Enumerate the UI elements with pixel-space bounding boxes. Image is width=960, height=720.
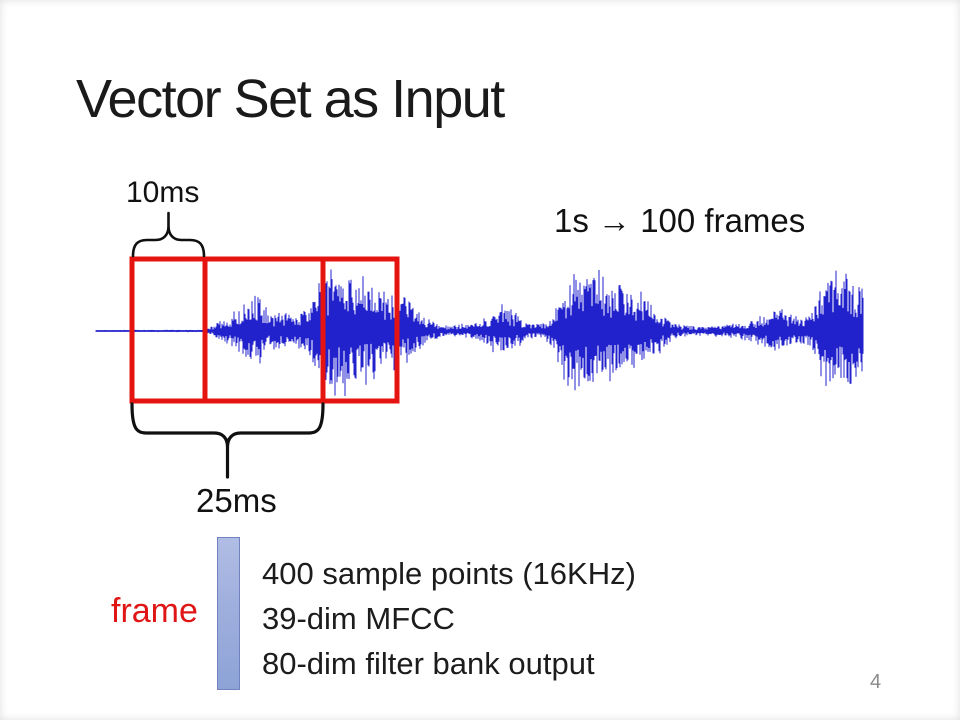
brace-10ms-shift <box>131 211 206 258</box>
frame-window-box-2 <box>202 256 400 404</box>
audio-waveform <box>95 269 864 396</box>
frame-info-list: 400 sample points (16KHz) 39-dim MFCC 80… <box>262 551 636 686</box>
frame-info-line-samples: 400 sample points (16KHz) <box>262 556 636 591</box>
label-25ms-window: 25ms <box>196 482 277 519</box>
frame-info-line-mfcc: 39-dim MFCC <box>262 601 455 636</box>
label-10ms-shift: 10ms <box>126 176 200 209</box>
frame-vector-bar <box>217 537 240 690</box>
frame-label: frame <box>111 592 198 630</box>
frame-info-line-filterbank: 80-dim filter bank output <box>262 646 595 681</box>
brace-25ms-window <box>130 402 325 479</box>
slide-title: Vector Set as Input <box>76 69 505 129</box>
page-number: 4 <box>870 671 882 693</box>
label-frame-rate: 1s → 100 frames <box>554 202 806 239</box>
